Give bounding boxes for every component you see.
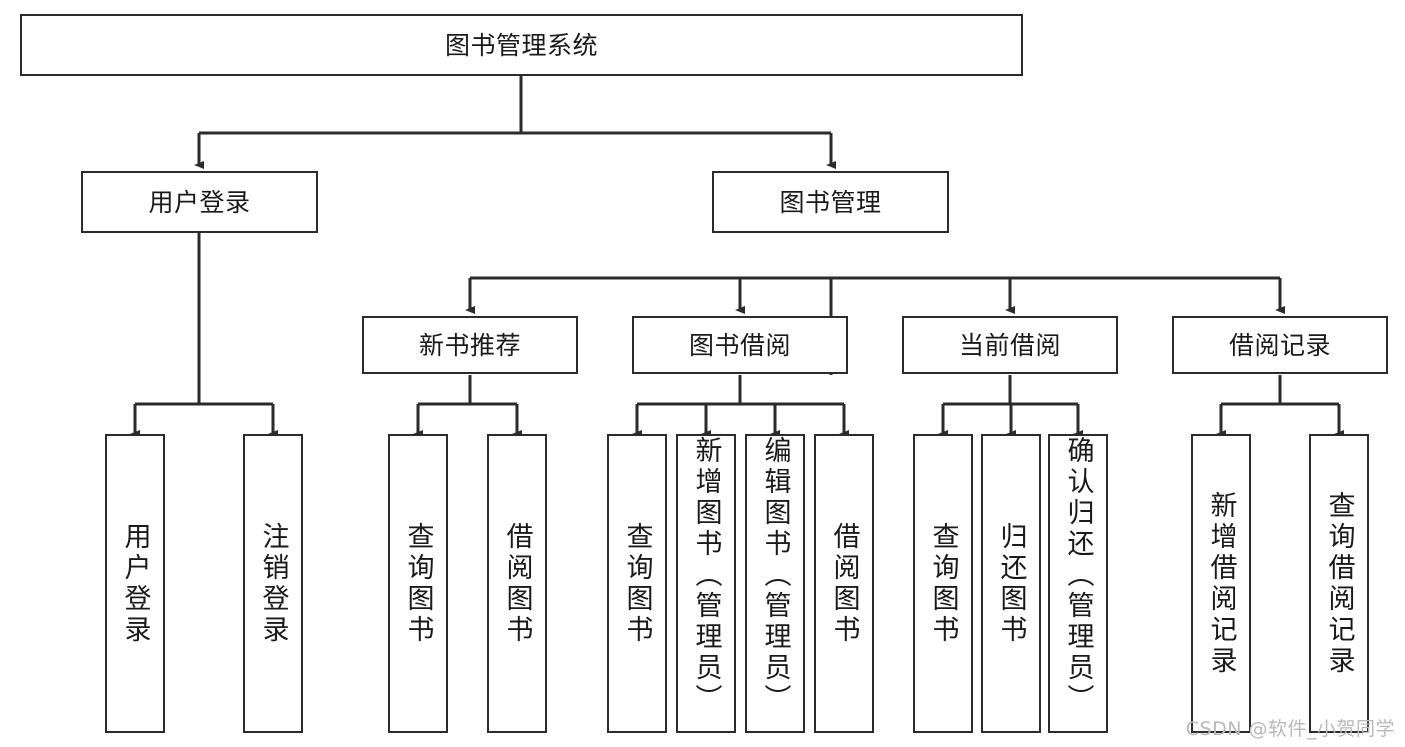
node-borrowing-record[interactable]: 借阅记录 <box>1172 316 1388 374</box>
leaf-logout-login[interactable]: 注销登录 <box>243 434 303 733</box>
leaf-query-book-borrowing[interactable]: 查询图书 <box>607 434 667 733</box>
node-label: 新增图书（管理员） <box>690 436 722 715</box>
node-label: 图书借阅 <box>688 330 791 360</box>
node-label: 归还图书 <box>995 521 1027 646</box>
node-current-borrowing[interactable]: 当前借阅 <box>902 316 1118 374</box>
node-label: 用户登录 <box>148 187 251 217</box>
node-label: 图书管理系统 <box>444 30 598 60</box>
leaf-borrow-book-borrowing[interactable]: 借阅图书 <box>814 434 874 733</box>
leaf-return-book[interactable]: 归还图书 <box>981 434 1041 733</box>
node-label: 注销登录 <box>257 521 289 646</box>
leaf-borrow-book-new-rec[interactable]: 借阅图书 <box>487 434 547 733</box>
leaf-add-book-admin[interactable]: 新增图书（管理员） <box>676 434 736 733</box>
leaf-user-login[interactable]: 用户登录 <box>105 434 165 733</box>
leaf-edit-book-admin[interactable]: 编辑图书（管理员） <box>745 434 805 733</box>
node-root-book-management-system[interactable]: 图书管理系统 <box>20 14 1023 76</box>
node-label: 查询借阅记录 <box>1323 490 1355 677</box>
node-label: 查询图书 <box>927 521 959 646</box>
node-label: 用户登录 <box>119 521 151 646</box>
node-user-login[interactable]: 用户登录 <box>81 171 318 233</box>
node-label: 借阅记录 <box>1228 330 1331 360</box>
leaf-query-book-current[interactable]: 查询图书 <box>913 434 973 733</box>
node-label: 编辑图书（管理员） <box>759 436 791 715</box>
node-book-management[interactable]: 图书管理 <box>712 171 949 233</box>
node-label: 当前借阅 <box>958 330 1061 360</box>
node-new-book-recommendation[interactable]: 新书推荐 <box>362 316 578 374</box>
node-label: 新增借阅记录 <box>1205 490 1237 677</box>
node-label: 借阅图书 <box>828 521 860 646</box>
node-label: 查询图书 <box>402 521 434 646</box>
leaf-query-borrow-record[interactable]: 查询借阅记录 <box>1309 434 1369 733</box>
leaf-query-book-new-rec[interactable]: 查询图书 <box>388 434 448 733</box>
node-book-borrowing[interactable]: 图书借阅 <box>632 316 848 374</box>
node-label: 借阅图书 <box>501 521 533 646</box>
node-label: 新书推荐 <box>418 330 521 360</box>
node-label: 图书管理 <box>779 187 882 217</box>
leaf-add-borrow-record[interactable]: 新增借阅记录 <box>1191 434 1251 733</box>
leaf-confirm-return-admin[interactable]: 确认归还（管理员） <box>1048 434 1108 733</box>
csdn-watermark: CSDN @软件_小贺同学 <box>1185 718 1395 740</box>
node-label: 查询图书 <box>621 521 653 646</box>
node-label: 确认归还（管理员） <box>1062 436 1094 715</box>
